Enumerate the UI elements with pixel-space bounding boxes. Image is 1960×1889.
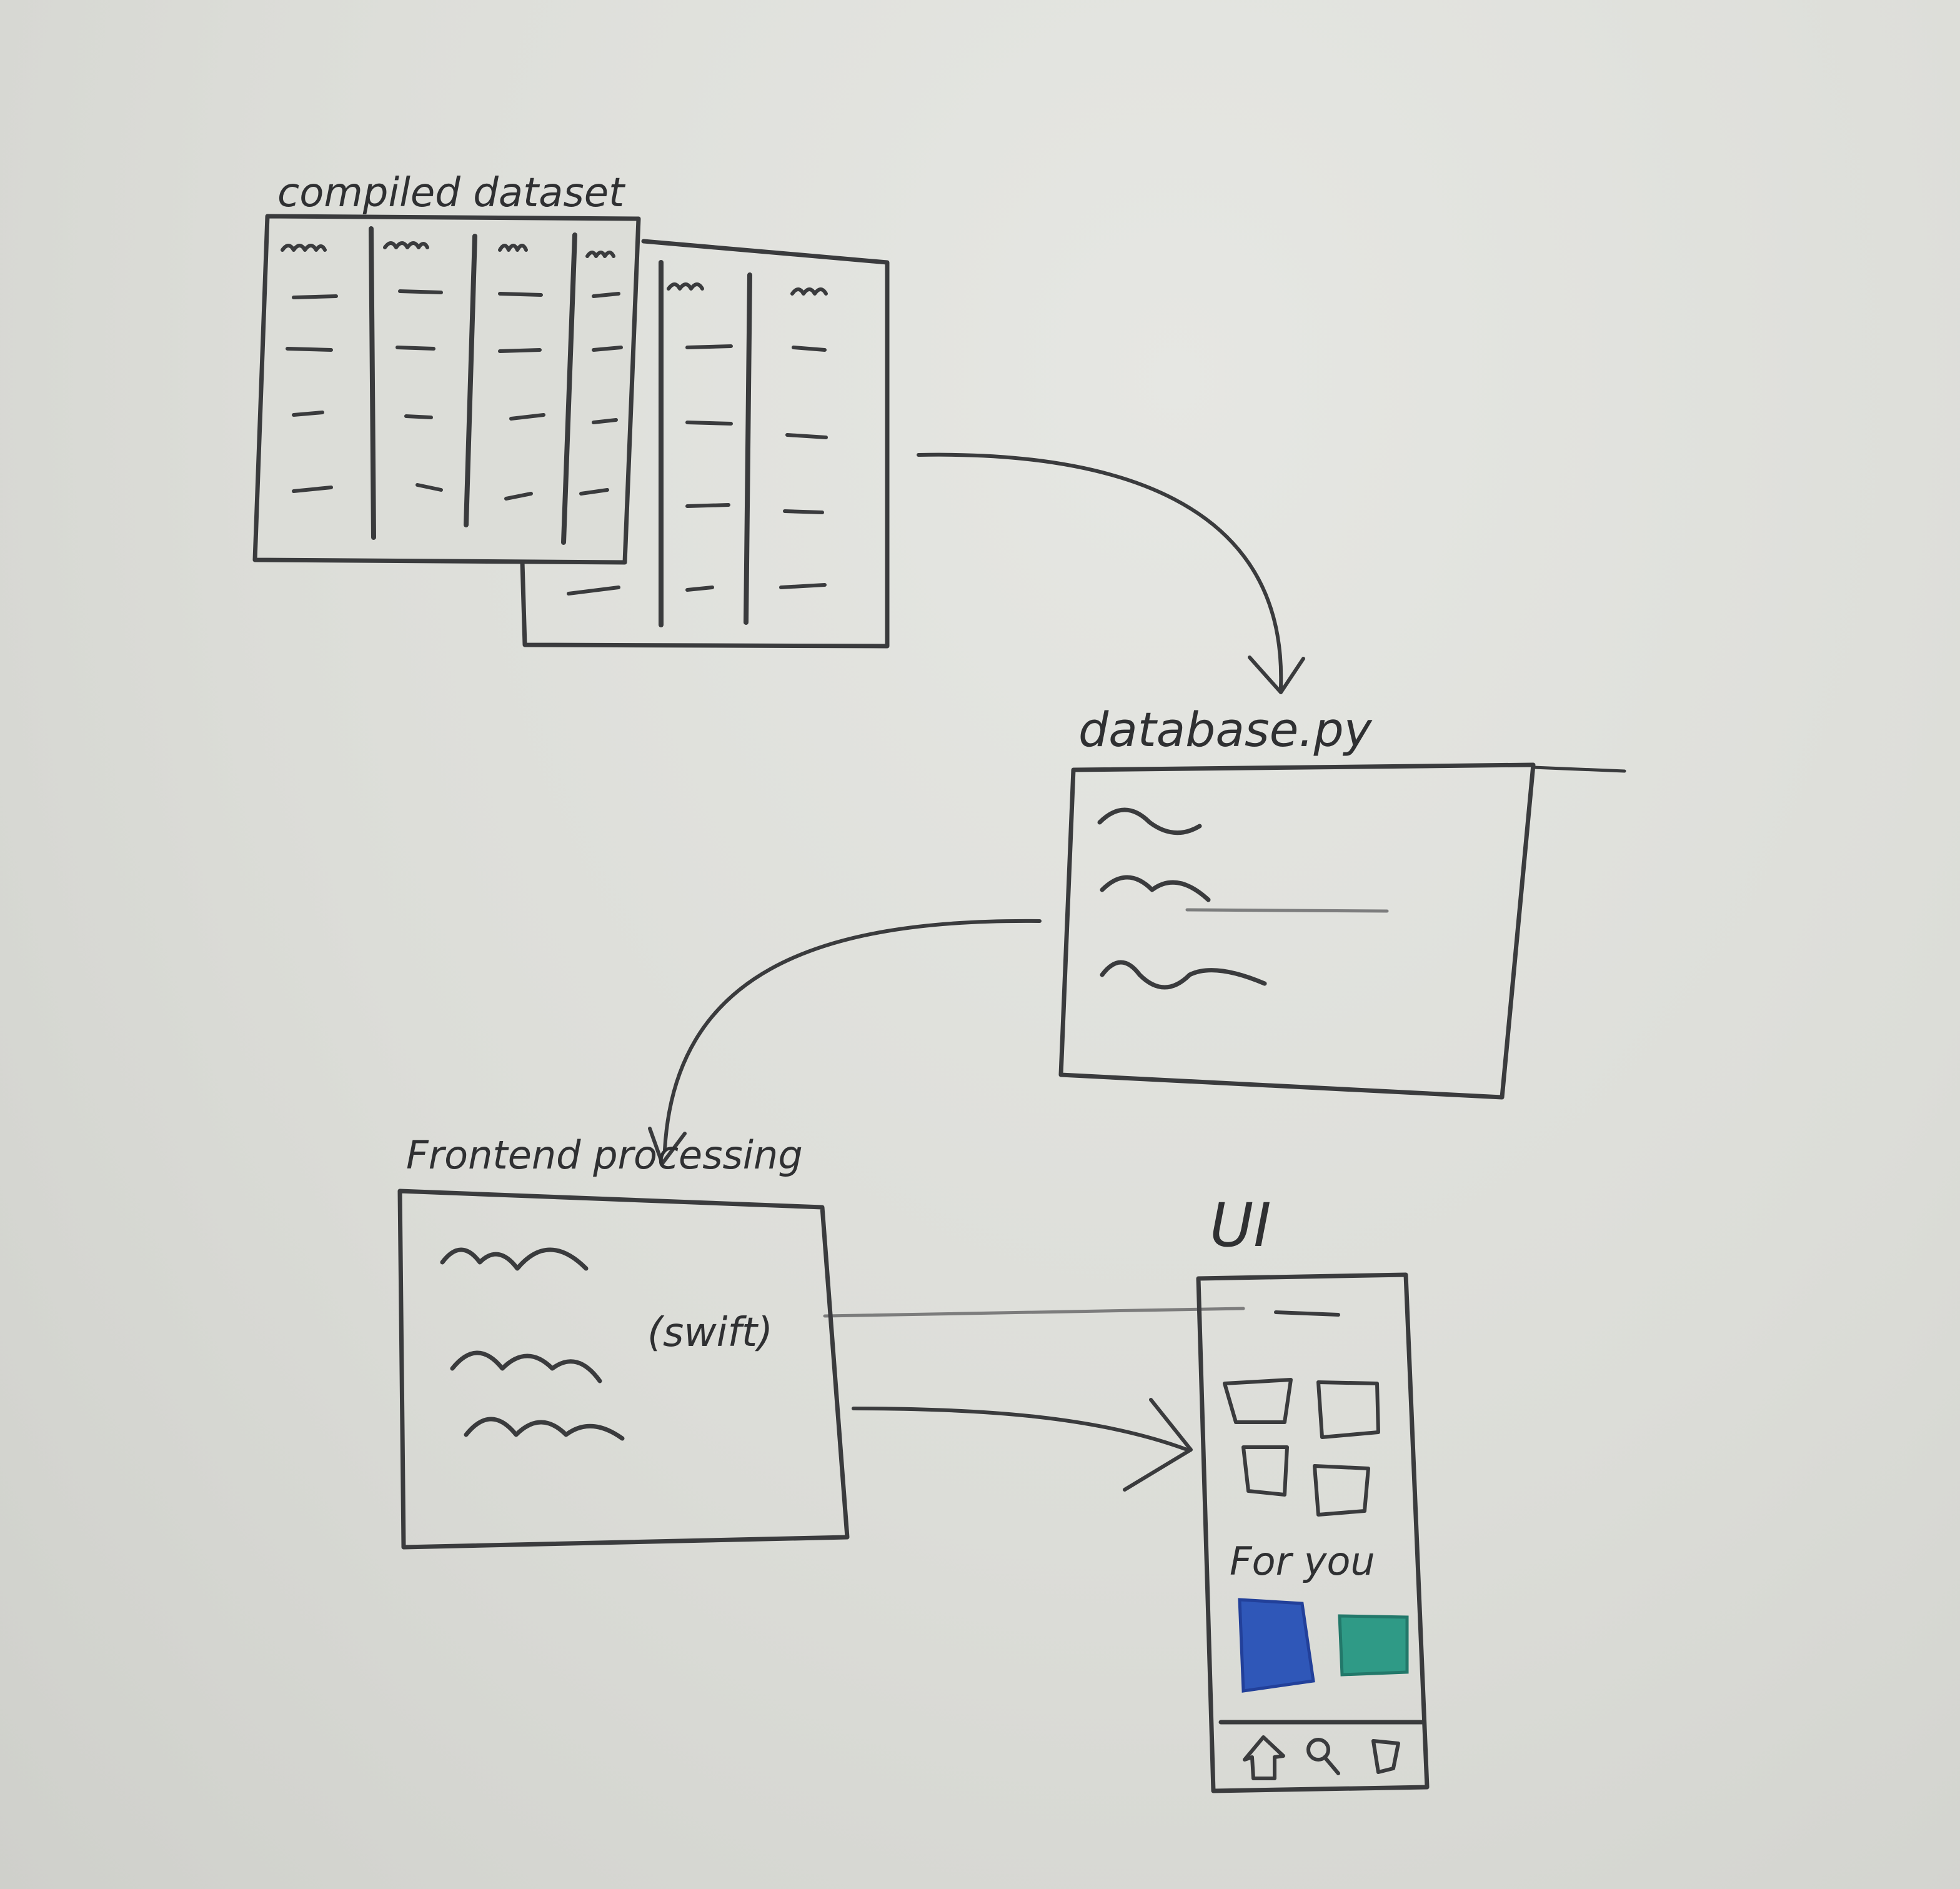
for-you-card-green (1338, 1614, 1409, 1677)
label-for-you: For you (1230, 1538, 1375, 1584)
label-compiled-dataset: compiled dataset (277, 170, 626, 216)
arrow-frontend-to-ui (852, 1398, 1193, 1492)
dataset-table-front (252, 214, 641, 565)
label-swift: (swift) (647, 1310, 773, 1356)
label-database: database.py (1078, 702, 1373, 757)
arrow-dataset-to-database (917, 452, 1305, 694)
home-icon (1243, 1735, 1285, 1780)
label-ui: UI (1210, 1190, 1271, 1260)
database-box (1058, 762, 1626, 1100)
label-frontend: Frontend processing (406, 1132, 803, 1178)
dataset-table-back (520, 239, 890, 649)
bookmark-icon (1371, 1739, 1400, 1774)
frontend-box (397, 1189, 1245, 1550)
for-you-card-blue (1238, 1598, 1315, 1693)
search-icon (1306, 1738, 1340, 1775)
arrow-database-to-frontend (648, 919, 1042, 1165)
ui-phone-mockup (1196, 1272, 1430, 1793)
